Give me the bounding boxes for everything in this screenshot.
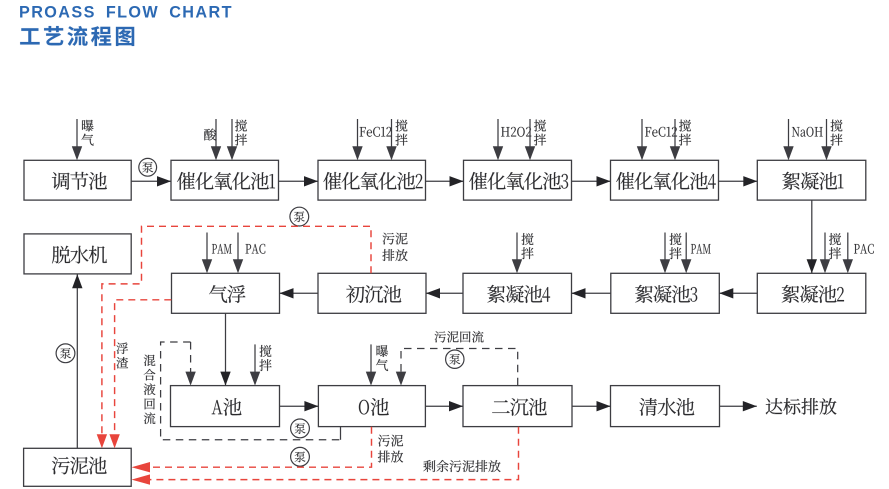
svg-text:PROASS FLOW CHART: PROASS FLOW CHART (19, 4, 233, 22)
